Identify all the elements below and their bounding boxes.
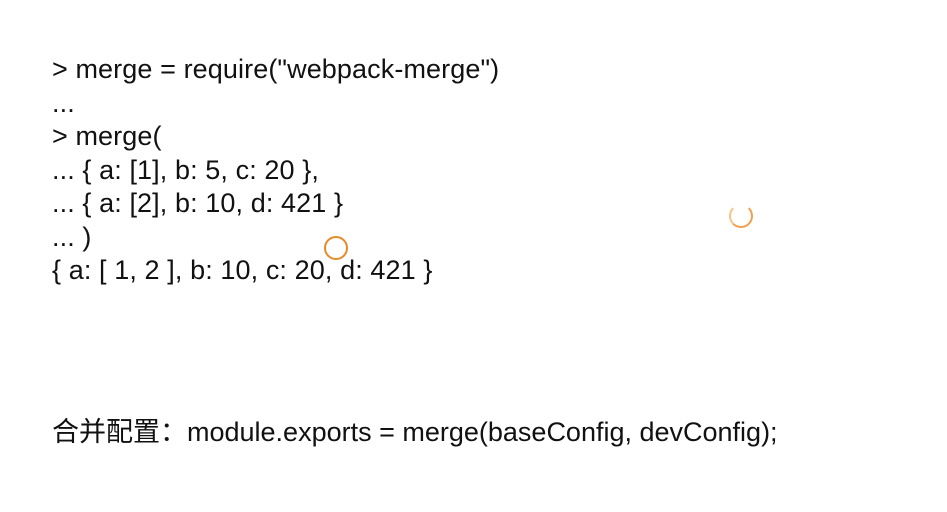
code-line-continuation: ... [52,87,75,118]
summary-label: 合并配置： [52,417,187,448]
code-line-require: > merge = require("webpack-merge") [52,54,500,84]
code-line-close-paren: ... ) [52,221,92,252]
code-line-first-object: ... { a: [1], b: 5, c: 20 }, [52,154,319,185]
code-line-merge-call: > merge( [52,121,162,151]
code-line-second-object: ... { a: [2], b: 10, d: 421 } [52,188,344,218]
code-line-result: { a: [ 1, 2 ], b: 10, c: 20, d: 421 } [52,255,433,285]
summary-code: module.exports = merge(baseConfig, devCo… [187,417,778,447]
cursor-ring-icon [324,236,348,260]
repl-code-block: > merge = require("webpack-merge") ... >… [52,53,499,288]
merge-config-summary: 合并配置：module.exports = merge(baseConfig, … [52,414,778,451]
loading-spinner-icon [729,204,753,228]
